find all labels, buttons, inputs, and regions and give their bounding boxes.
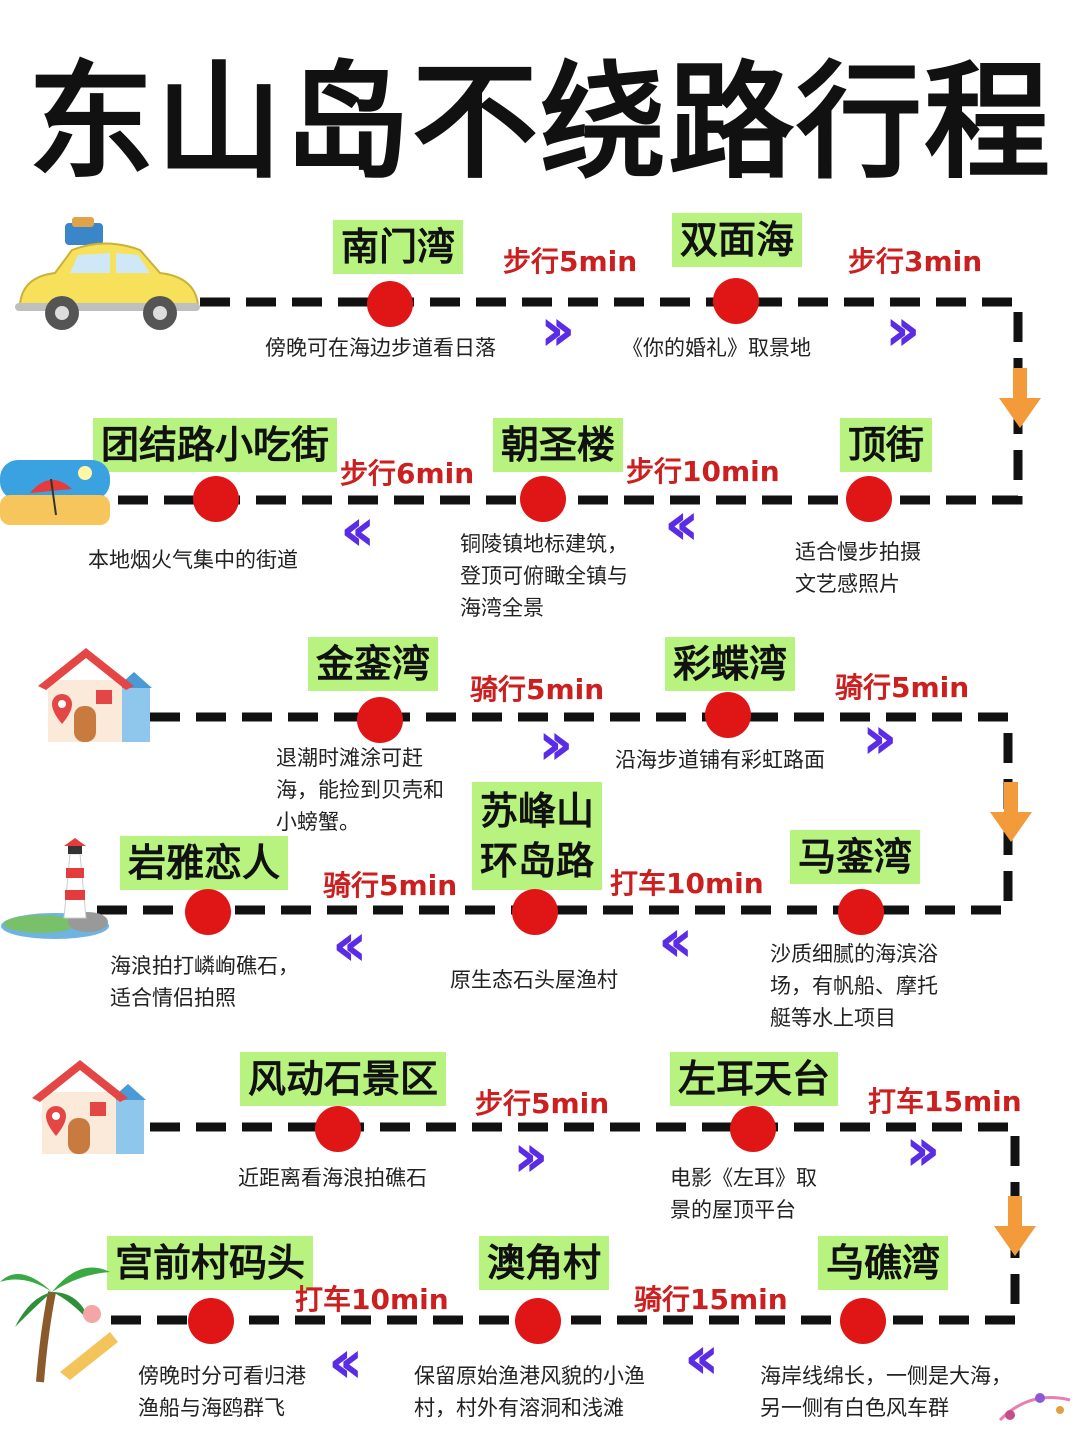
stop-desc: 原生态石头屋渔村 [450,968,618,992]
stop-desc: 沙质细腻的海滨浴 场，有帆船、摩托 艇等水上项目 [770,942,938,1030]
stop-dot [840,1298,886,1344]
stop-dot [520,476,566,522]
chevron-left-icon: ‹‹ [664,489,700,559]
stop-name-shuangmianhai: 双面海 [672,213,803,267]
arrow-down-icon [999,368,1041,428]
transit-label: 打车10min [295,1283,449,1316]
transit-label: 骑行5min [470,673,605,706]
stop-name-zuoertiantai: 左耳天台 [670,1052,839,1106]
transit-label: 步行10min [626,455,780,488]
stop-dot [512,889,558,935]
stop-name-yanyalianren: 岩雅恋人 [120,836,289,890]
stop-dot [188,1298,234,1344]
stop-name-wujiaowan: 乌礁湾 [818,1236,949,1290]
lighthouse-icon [1,838,109,939]
stop-name-gongqiancun: 宫前村码头 [107,1236,314,1290]
stop-name-dingjie: 顶街 [840,418,933,472]
stop-name-chaoshenglou: 朝圣楼 [493,418,624,472]
stop-desc: 退潮时滩涂可赶 海，能捡到贝壳和 小螃蟹。 [276,746,444,834]
palm-tree-icon [0,1267,118,1383]
transit-label: 步行5min [475,1087,610,1120]
chevron-left-icon: ‹‹ [684,1323,720,1393]
arrow-down-icon [990,782,1032,842]
stop-desc: 海岸线绵长，一侧是大海， 另一侧有白色风车群 [760,1364,1012,1420]
stop-dot [185,889,231,935]
transit-label: 步行3min [848,245,983,278]
chevron-right-icon: ›› [905,1115,941,1185]
stop-desc: 傍晚可在海边步道看日落 [265,336,496,360]
transit-label: 步行5min [503,245,638,278]
arrow-down-icon [994,1196,1036,1256]
chevron-left-icon: ‹‹ [340,495,376,565]
chevron-right-icon: ›› [513,1121,549,1191]
transit-label: 打车15min [868,1085,1022,1118]
stop-name-jinluanwan: 金銮湾 [308,637,439,691]
transit-label: 骑行15min [634,1283,788,1316]
stop-name-caidiewan: 彩蝶湾 [665,637,796,691]
stop-desc: 近距离看海浪拍礁石 [238,1166,427,1190]
transit-label: 骑行5min [323,869,458,902]
stop-desc: 海浪拍打嶙峋礁石， 适合情侣拍照 [110,954,299,1010]
page-title: 东山岛不绕路行程 [28,49,1052,196]
stop-name-fengdongshi: 风动石景区 [240,1052,447,1106]
stop-desc: 傍晚时分可看归港 渔船与海鸥群飞 [138,1364,306,1420]
transit-label: 骑行5min [835,671,970,704]
stop-desc: 铜陵镇地标建筑， 登顶可俯瞰全镇与 海湾全景 [460,532,628,620]
stop-desc: 电影《左耳》取 景的屋顶平台 [670,1166,817,1222]
stop-dot [846,476,892,522]
route-segment-3 [100,1122,1020,1325]
stop-name-maluanwan: 马銮湾 [790,830,921,884]
car-icon [15,217,200,330]
chevron-right-icon: ›› [885,295,921,365]
stop-dot [838,889,884,935]
route-segment-2 [92,712,1013,915]
chevron-right-icon: ›› [540,295,576,365]
stop-dot [315,1106,361,1152]
stop-dot [730,1106,776,1152]
stop-dot [357,697,403,743]
stop-desc: 沿海步道铺有彩虹路面 [615,748,825,772]
chevron-right-icon: ›› [862,703,898,773]
stop-dot [193,476,239,522]
stop-desc: 保留原始渔港风貌的小渔 村，村外有溶洞和浅滩 [414,1364,645,1420]
stop-dot [713,278,759,324]
stop-desc: 适合慢步拍摄 文艺感照片 [795,540,921,596]
beach-icon [0,460,110,525]
house-icon [38,648,152,742]
stop-desc: 《你的婚礼》取景地 [622,336,811,360]
stop-dot [367,281,413,327]
music-notes-icon [998,1393,1071,1422]
transit-label: 步行6min [340,457,475,490]
stop-name-nanmenwan: 南门湾 [333,220,464,274]
stop-name-sufengshan: 苏峰山 环岛路 [472,782,603,890]
stop-desc: 本地烟火气集中的街道 [88,548,298,572]
transit-label: 打车10min [610,867,764,900]
stop-dot [705,692,751,738]
stop-dot [515,1298,561,1344]
stop-name-tuanjielu: 团结路小吃街 [93,418,338,472]
chevron-right-icon: ›› [538,709,574,779]
chevron-left-icon: ‹‹ [328,1327,364,1397]
chevron-left-icon: ‹‹ [332,910,368,980]
stop-name-aojiaocun: 澳角村 [479,1236,610,1290]
chevron-left-icon: ‹‹ [658,906,694,976]
house-icon [32,1060,146,1154]
